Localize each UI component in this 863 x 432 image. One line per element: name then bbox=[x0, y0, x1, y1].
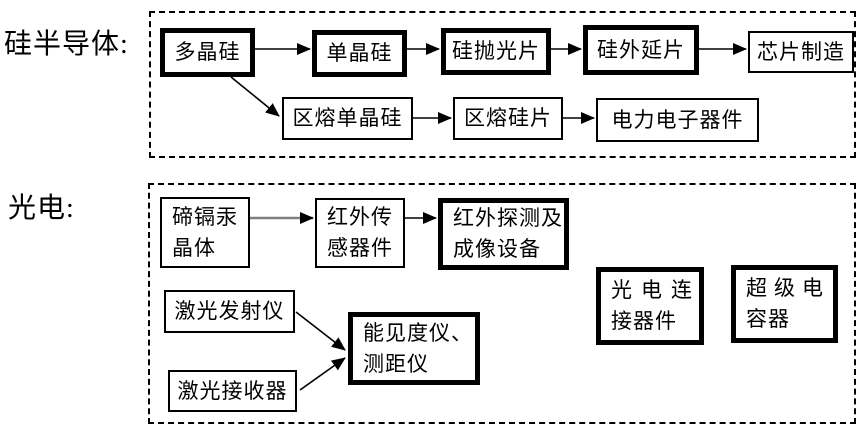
box-laser-emitter: 激光发射仪 bbox=[164, 290, 295, 333]
silicon-section-label: 硅半导体: bbox=[4, 29, 129, 60]
box-label: 电力电子器件 bbox=[611, 107, 744, 132]
box-label-line: 成像设备 bbox=[453, 237, 541, 261]
box-label-line: 感器件 bbox=[327, 236, 393, 260]
box-photoelectric-connector: 光电连 接器件 bbox=[596, 267, 704, 345]
box-chip-manufacturing: 芯片制造 bbox=[748, 31, 854, 73]
silicon-panel bbox=[149, 11, 856, 158]
box-fz-wafer: 区熔硅片 bbox=[453, 97, 563, 140]
box-label: 硅抛光片 bbox=[452, 39, 540, 63]
box-label: 区熔单晶硅 bbox=[292, 106, 403, 130]
box-label-line: 晶体 bbox=[172, 235, 216, 260]
box-label-line: 能见度仪、 bbox=[363, 320, 473, 345]
box-label: 区熔硅片 bbox=[464, 106, 552, 130]
box-label-line: 容器 bbox=[746, 307, 790, 331]
box-label-line: 接器件 bbox=[611, 309, 677, 333]
box-label: 硅外延片 bbox=[597, 37, 685, 62]
box-label: 单晶硅 bbox=[326, 41, 393, 65]
optoelectronics-section-label: 光电: bbox=[8, 193, 75, 224]
box-label: 多晶硅 bbox=[174, 40, 241, 64]
box-power-electronics: 电力电子器件 bbox=[596, 98, 759, 142]
box-label-line: 红外传 bbox=[327, 205, 393, 229]
box-ir-sensor: 红外传 感器件 bbox=[315, 198, 405, 268]
box-hgcdte-crystal: 碲镉汞 晶体 bbox=[160, 197, 250, 268]
box-label: 激光接收器 bbox=[177, 378, 288, 403]
box-label-line: 红外探测及 bbox=[453, 206, 563, 230]
box-label-line: 光电连 bbox=[611, 278, 701, 302]
box-label: 芯片制造 bbox=[757, 39, 845, 64]
box-laser-receiver: 激光接收器 bbox=[168, 370, 297, 412]
box-label-line: 超级电 bbox=[746, 276, 830, 300]
box-epitaxial-wafer: 硅外延片 bbox=[583, 25, 699, 75]
box-visibility-rangefinder: 能见度仪、 测距仪 bbox=[348, 312, 480, 385]
box-polished-wafer: 硅抛光片 bbox=[441, 28, 551, 75]
box-mono-silicon: 单晶硅 bbox=[312, 30, 407, 77]
box-label-line: 碲镉汞 bbox=[172, 204, 238, 229]
box-label: 激光发射仪 bbox=[174, 299, 285, 323]
optoelectronics-panel bbox=[148, 183, 856, 424]
box-fz-mono-silicon: 区熔单晶硅 bbox=[282, 97, 413, 140]
box-supercapacitor: 超级电 容器 bbox=[731, 265, 838, 343]
box-ir-detection-imaging: 红外探测及 成像设备 bbox=[438, 198, 569, 270]
box-polysilicon: 多晶硅 bbox=[160, 28, 255, 77]
box-label-line: 测距仪 bbox=[363, 351, 429, 376]
